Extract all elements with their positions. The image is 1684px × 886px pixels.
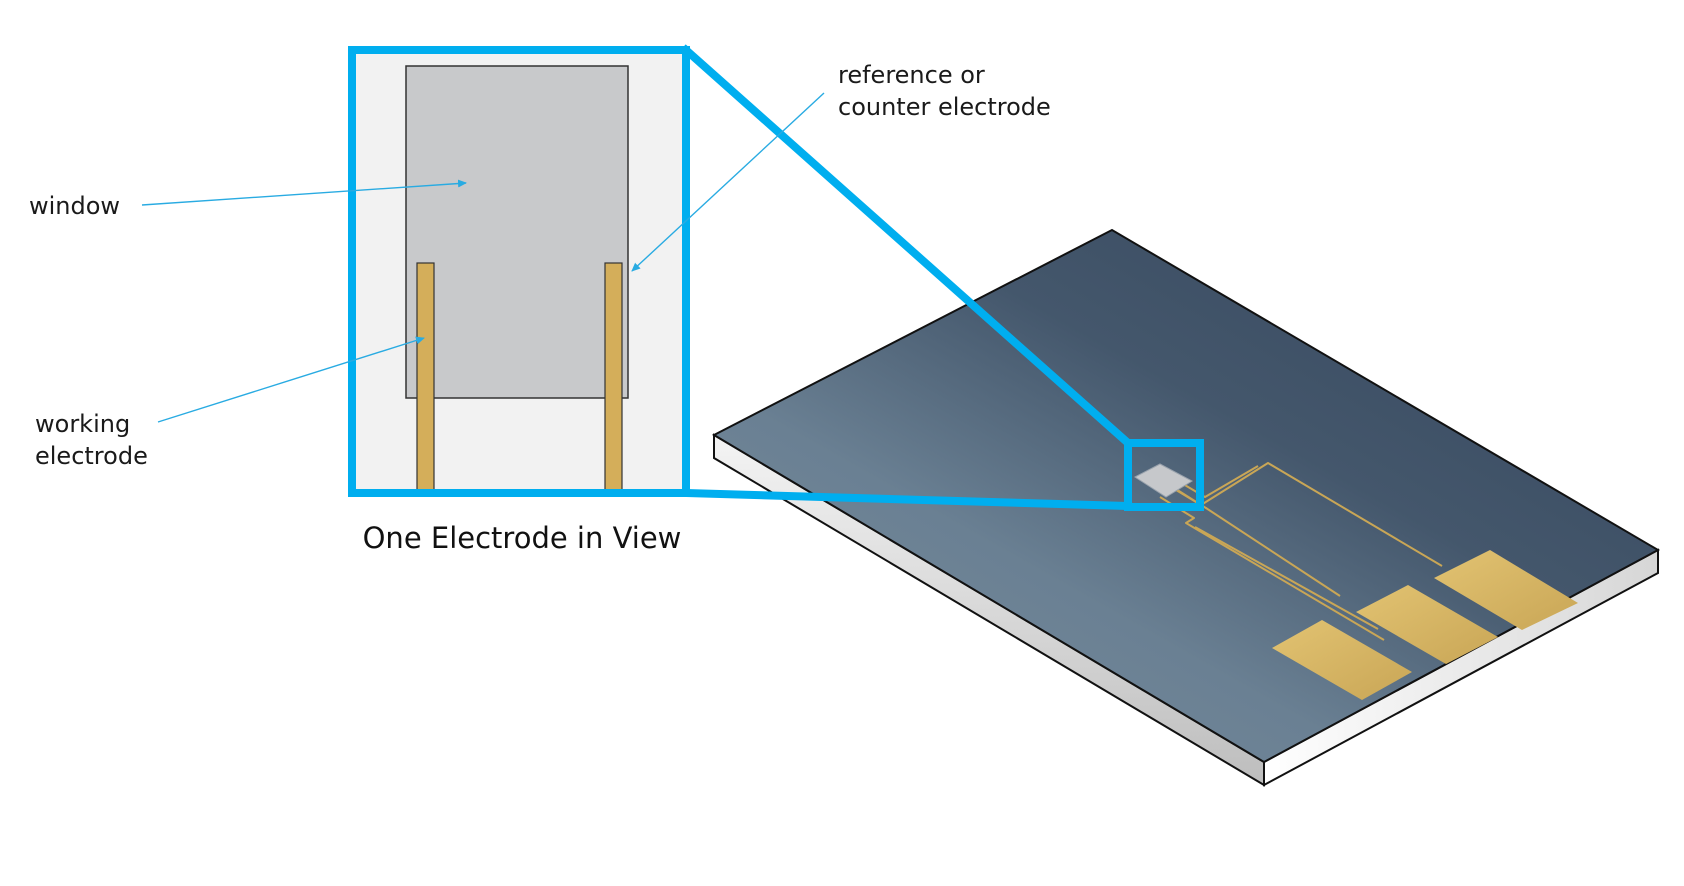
inset-caption: One Electrode in View xyxy=(363,521,682,555)
zoom-inset xyxy=(348,46,690,497)
chip-highlight-box xyxy=(1124,439,1204,511)
inset-frame xyxy=(348,46,690,497)
reference-label-line2: counter electrode xyxy=(838,93,1051,121)
electrode-traces xyxy=(1159,462,1443,641)
pointers xyxy=(141,92,825,423)
contact-pad xyxy=(1272,620,1412,700)
contact-pads xyxy=(1272,550,1578,700)
contact-pad xyxy=(1434,550,1578,630)
zoom-line-top xyxy=(680,44,1134,449)
working-electrode-strip xyxy=(416,262,435,494)
reference-label-line1: reference or xyxy=(838,61,985,89)
reference-pointer xyxy=(631,92,825,272)
reference-electrode-strip xyxy=(604,262,623,494)
working-pointer xyxy=(157,336,425,423)
zoom-connector xyxy=(680,44,1134,511)
window-label: window xyxy=(29,192,120,220)
working-label-line2: electrode xyxy=(35,442,148,470)
chip-window xyxy=(1134,463,1194,498)
window-pointer xyxy=(141,179,467,206)
working-label-line1: working xyxy=(35,410,130,438)
sensor-chip xyxy=(711,228,1661,787)
zoom-line-bottom xyxy=(681,488,1133,511)
contact-pad xyxy=(1356,585,1498,664)
window-region xyxy=(405,65,629,399)
